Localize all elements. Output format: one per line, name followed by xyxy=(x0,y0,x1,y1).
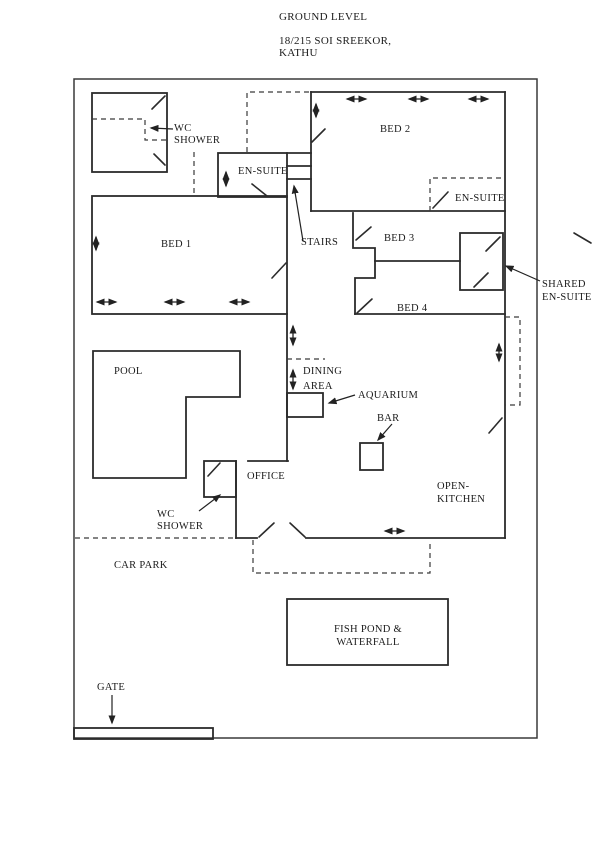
label-wc-shower-bottom-2: SHOWER xyxy=(157,521,203,532)
label-pool: POOL xyxy=(114,366,143,377)
door-swing xyxy=(251,183,268,197)
door-swing xyxy=(311,128,326,143)
door-swing xyxy=(473,272,489,288)
label-bed1: BED 1 xyxy=(161,239,191,250)
bar-arrow xyxy=(377,423,393,442)
label-wc-shower-top-1: WC xyxy=(174,123,192,134)
label-dining-2: AREA xyxy=(303,381,333,392)
label-bed4: BED 4 xyxy=(397,303,428,314)
ensuite-bed1-outline xyxy=(217,152,288,198)
gate-outline xyxy=(73,727,214,740)
door-swing xyxy=(153,153,166,166)
aquarium-arrow xyxy=(327,394,356,405)
label-open-kitchen-1: OPEN- xyxy=(437,481,470,492)
property-boundary xyxy=(73,78,538,739)
door-swing xyxy=(488,417,503,434)
door-swing xyxy=(151,95,166,110)
shared-ensuite-outline xyxy=(459,232,504,291)
label-ensuite-bed1: EN-SUITE xyxy=(238,166,288,177)
label-shared-ensuite-2: EN-SUITE xyxy=(542,292,592,303)
dashed-partitions xyxy=(75,91,521,574)
label-stairs: STAIRS xyxy=(301,237,338,248)
address-line2: KATHU xyxy=(279,47,318,59)
wc-shower-top-partition xyxy=(92,118,167,141)
address-line1: 18/215 SOI SREEKOR, xyxy=(279,35,391,47)
window-arrows xyxy=(92,95,503,535)
label-gate: GATE xyxy=(97,682,125,693)
wc-shower-bottom-outline xyxy=(203,460,237,498)
terrace-outline xyxy=(252,540,431,574)
utility-room-outline xyxy=(91,92,168,173)
label-aquarium: AQUARIUM xyxy=(358,390,419,401)
walls xyxy=(73,91,506,740)
label-wc-shower-bottom-1: WC xyxy=(157,509,175,520)
bed3-bed4-entry-wall xyxy=(352,212,376,315)
label-wc-shower-top-2: SHOWER xyxy=(174,135,220,146)
label-ensuite-bed2: EN-SUITE xyxy=(455,193,505,204)
label-arrows xyxy=(108,124,541,725)
door-swing xyxy=(355,226,372,241)
door-swing xyxy=(258,522,275,538)
pool-outline xyxy=(92,350,241,479)
door-swings xyxy=(151,95,592,538)
label-fish-pond-2: WATERFALL xyxy=(336,637,399,648)
bed1-outline xyxy=(91,195,288,315)
pen-mark xyxy=(573,232,592,244)
label-office: OFFICE xyxy=(247,471,285,482)
label-bed3: BED 3 xyxy=(384,233,414,244)
label-shared-ensuite-1: SHARED xyxy=(542,279,586,290)
door-swing xyxy=(271,262,287,279)
label-dining-1: DINING xyxy=(303,366,342,377)
wc-shower-top-arrow xyxy=(149,124,174,132)
wc-shower-bottom-arrow xyxy=(198,494,222,512)
door-swing xyxy=(432,191,449,209)
label-car-park: CAR PARK xyxy=(114,560,168,571)
stair-void-partition xyxy=(246,91,310,152)
label-bed2: BED 2 xyxy=(380,124,410,135)
label-fish-pond-1: FISH POND & xyxy=(334,624,402,635)
bar-outline xyxy=(359,442,384,471)
aquarium-outline xyxy=(286,392,324,418)
door-swing xyxy=(207,462,221,477)
fish-pond-outline xyxy=(286,598,449,666)
right-side-step-partition xyxy=(505,316,521,406)
door-swing xyxy=(289,522,306,538)
door-swing xyxy=(485,236,501,252)
label-open-kitchen-2: KITCHEN xyxy=(437,494,485,505)
shared-ensuite-arrow xyxy=(504,265,541,282)
page-title: GROUND LEVEL xyxy=(279,11,367,23)
stairs-arrow xyxy=(291,184,304,242)
ensuite-bed2-partition xyxy=(429,177,505,211)
text-labels: GROUND LEVEL 18/215 SOI SREEKOR, KATHU W… xyxy=(97,11,592,693)
label-bar: BAR xyxy=(377,413,400,424)
door-swing xyxy=(356,298,373,314)
